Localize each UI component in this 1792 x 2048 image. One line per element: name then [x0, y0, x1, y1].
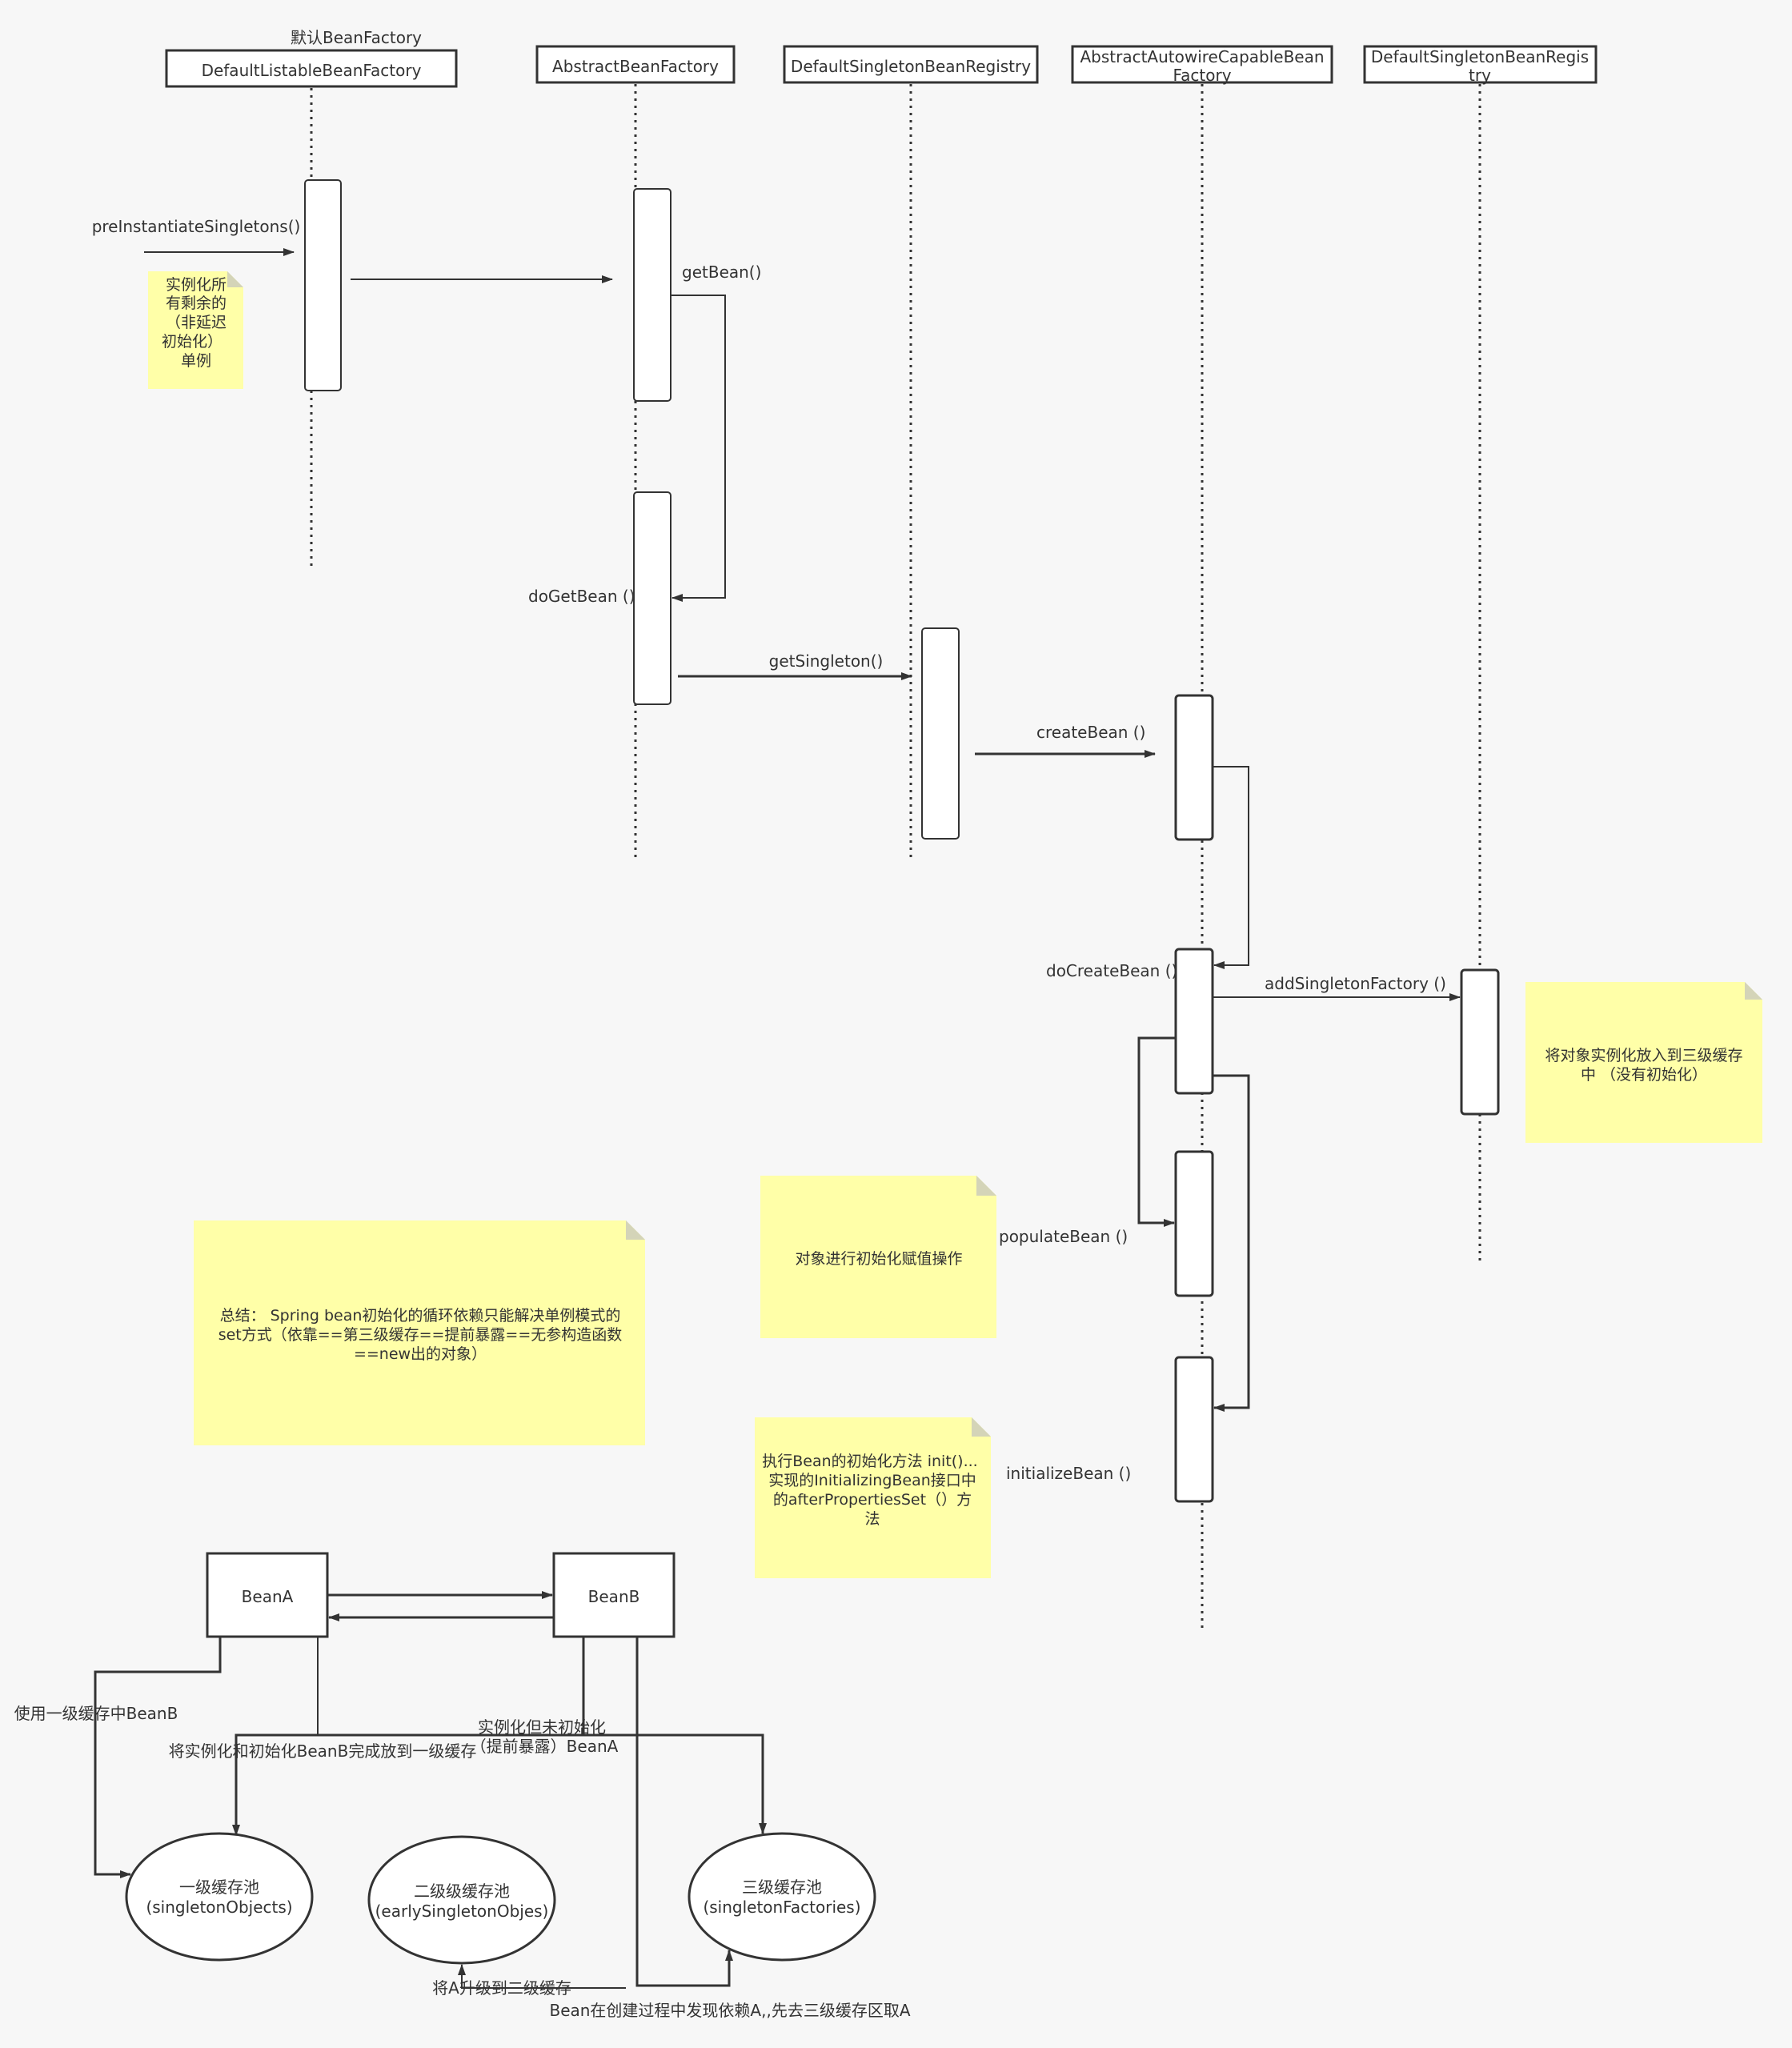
message-initialize-bean: initializeBean (): [1006, 1074, 1250, 1483]
cache-label: 一级缓存池: [179, 1878, 259, 1897]
message-get-singleton: getSingleton(): [678, 651, 912, 680]
bean-a: BeanA: [206, 1552, 329, 1638]
activation-box: [1174, 948, 1214, 1095]
note-line: 中 （没有初始化）: [1581, 1066, 1707, 1084]
message-populate-bean: populateBean (): [999, 1036, 1176, 1246]
cache-label: (singletonFactories): [703, 1898, 860, 1917]
message-label: preInstantiateSingletons(): [92, 217, 301, 236]
cache-label: (earlySingletonObjes): [375, 1902, 549, 1921]
connector-use-level1: 使用一级缓存中BeanB: [14, 1637, 222, 1878]
lifeline-label: DefaultSingletonBeanRegistry: [791, 57, 1031, 76]
activation-box: [1174, 1356, 1214, 1503]
connector-label: 使用一级缓存中BeanB: [14, 1704, 178, 1723]
connector-put-level1: 将实例化和初始化BeanB完成放到一级缓存: [169, 1637, 585, 1836]
bean-label: BeanB: [588, 1587, 640, 1606]
message-label: doCreateBean (): [1046, 961, 1177, 980]
message-label: addSingletonFactory (): [1265, 974, 1446, 993]
message-get-bean: getBean(): [671, 263, 761, 602]
cache-label: (singletonObjects): [146, 1898, 292, 1917]
connector-label: 将实例化和初始化BeanB完成放到一级缓存: [169, 1741, 477, 1761]
lifeline-label: AbstractBeanFactory: [552, 57, 719, 76]
connector-label: 将A升级到二级缓存: [432, 1978, 571, 1998]
lifeline-label: Factory: [1173, 66, 1231, 85]
note-instantiate-singletons: 实例化所 有剩余的 （非延迟 初始化） 单例: [148, 271, 243, 389]
note-line: 实现的InitializingBean接口中: [768, 1472, 976, 1489]
connector-early-expose: 实例化但未初始化 （提前暴露）BeanA: [471, 1717, 767, 1834]
note-line: 实例化所: [166, 276, 227, 294]
lifeline-label: try: [1469, 66, 1491, 85]
note-summary: 总结： Spring bean初始化的循环依赖只能解决单例模式的 set方式（依…: [194, 1220, 645, 1445]
note-line: 初始化）: [162, 333, 222, 351]
message-label: initializeBean (): [1006, 1464, 1131, 1483]
activation-box: [633, 491, 671, 705]
lifeline-default-singleton-bean-registry-2: DefaultSingletonBeanRegis try: [1363, 45, 1598, 1264]
note-line: 执行Bean的初始化方法 init()...: [762, 1453, 977, 1470]
message-label: getBean(): [682, 263, 761, 282]
message-add-singleton-factory: addSingletonFactory (): [1213, 974, 1461, 1001]
cache-level1: 一级缓存池 (singletonObjects): [125, 1832, 314, 1962]
cache-label: 二级级缓存池: [414, 1882, 510, 1901]
message-create-bean: createBean (): [975, 723, 1156, 758]
lifeline-label: DefaultSingletonBeanRegis: [1371, 47, 1589, 66]
lifeline-default-singleton-bean-registry: DefaultSingletonBeanRegistry: [783, 45, 1039, 860]
bean-b: BeanB: [552, 1552, 676, 1638]
message-label: populateBean (): [999, 1227, 1128, 1246]
message-label: getSingleton(): [769, 651, 884, 671]
connector-upgrade-level2: 将A升级到二级缓存: [432, 1964, 626, 1998]
cache-label: 三级缓存池: [742, 1878, 822, 1897]
lifeline-abstract-bean-factory: AbstractBeanFactory: [535, 45, 736, 860]
bean-label: BeanA: [242, 1587, 294, 1606]
activation-box: [1460, 968, 1500, 1116]
lifeline-label: AbstractAutowireCapableBean: [1080, 47, 1324, 66]
connector-find-dependency: Bean在创建过程中发现依赖A,,先去三级缓存区取A: [549, 1637, 911, 2020]
note-line: 单例: [181, 352, 211, 370]
note-line: ==new出的对象）: [354, 1345, 487, 1363]
note-initialize: 执行Bean的初始化方法 init()... 实现的InitializingBe…: [755, 1417, 991, 1578]
note-line: 将对象实例化放入到三级缓存: [1545, 1047, 1742, 1064]
cache-level3: 三级缓存池 (singletonFactories): [688, 1832, 876, 1962]
note-line: 有剩余的: [166, 295, 227, 312]
message-do-create-bean: doCreateBean (): [1046, 766, 1249, 980]
note-line: 的afterPropertiesSet（）方: [773, 1491, 972, 1509]
note-populate: 对象进行初始化赋值操作: [760, 1176, 996, 1338]
activation-box: [633, 188, 671, 402]
message-label: createBean (): [1036, 723, 1145, 742]
lifeline-default-listable-bean-factory: DefaultListableBeanFactory: [165, 49, 458, 568]
note-line: 对象进行初始化赋值操作: [795, 1250, 962, 1268]
activation-box: [1174, 1150, 1214, 1297]
cache-level2: 二级级缓存池 (earlySingletonObjes): [367, 1835, 556, 1965]
note-line: 总结： Spring bean初始化的循环依赖只能解决单例模式的: [220, 1307, 621, 1325]
activation-box: [304, 179, 342, 391]
note-third-level-cache: 将对象实例化放入到三级缓存 中 （没有初始化）: [1525, 982, 1762, 1143]
note-line: （非延迟: [166, 314, 227, 331]
activation-box: [921, 627, 960, 840]
message-do-get-bean: doGetBean (): [528, 587, 635, 606]
header-label: 默认BeanFactory: [291, 28, 422, 47]
note-line: 法: [864, 1510, 880, 1528]
connector-label: （提前暴露）BeanA: [471, 1737, 619, 1756]
message-pre-instantiate-singletons: preInstantiateSingletons(): [92, 217, 301, 256]
lifeline-label: DefaultListableBeanFactory: [202, 61, 422, 80]
connector-label: 实例化但未初始化: [478, 1717, 606, 1737]
activation-box: [1174, 694, 1214, 841]
note-line: set方式（依靠==第三级缓存==提前暴露==无参构造函数: [218, 1326, 623, 1344]
connector-label: Bean在创建过程中发现依赖A,,先去三级缓存区取A: [549, 2001, 910, 2020]
